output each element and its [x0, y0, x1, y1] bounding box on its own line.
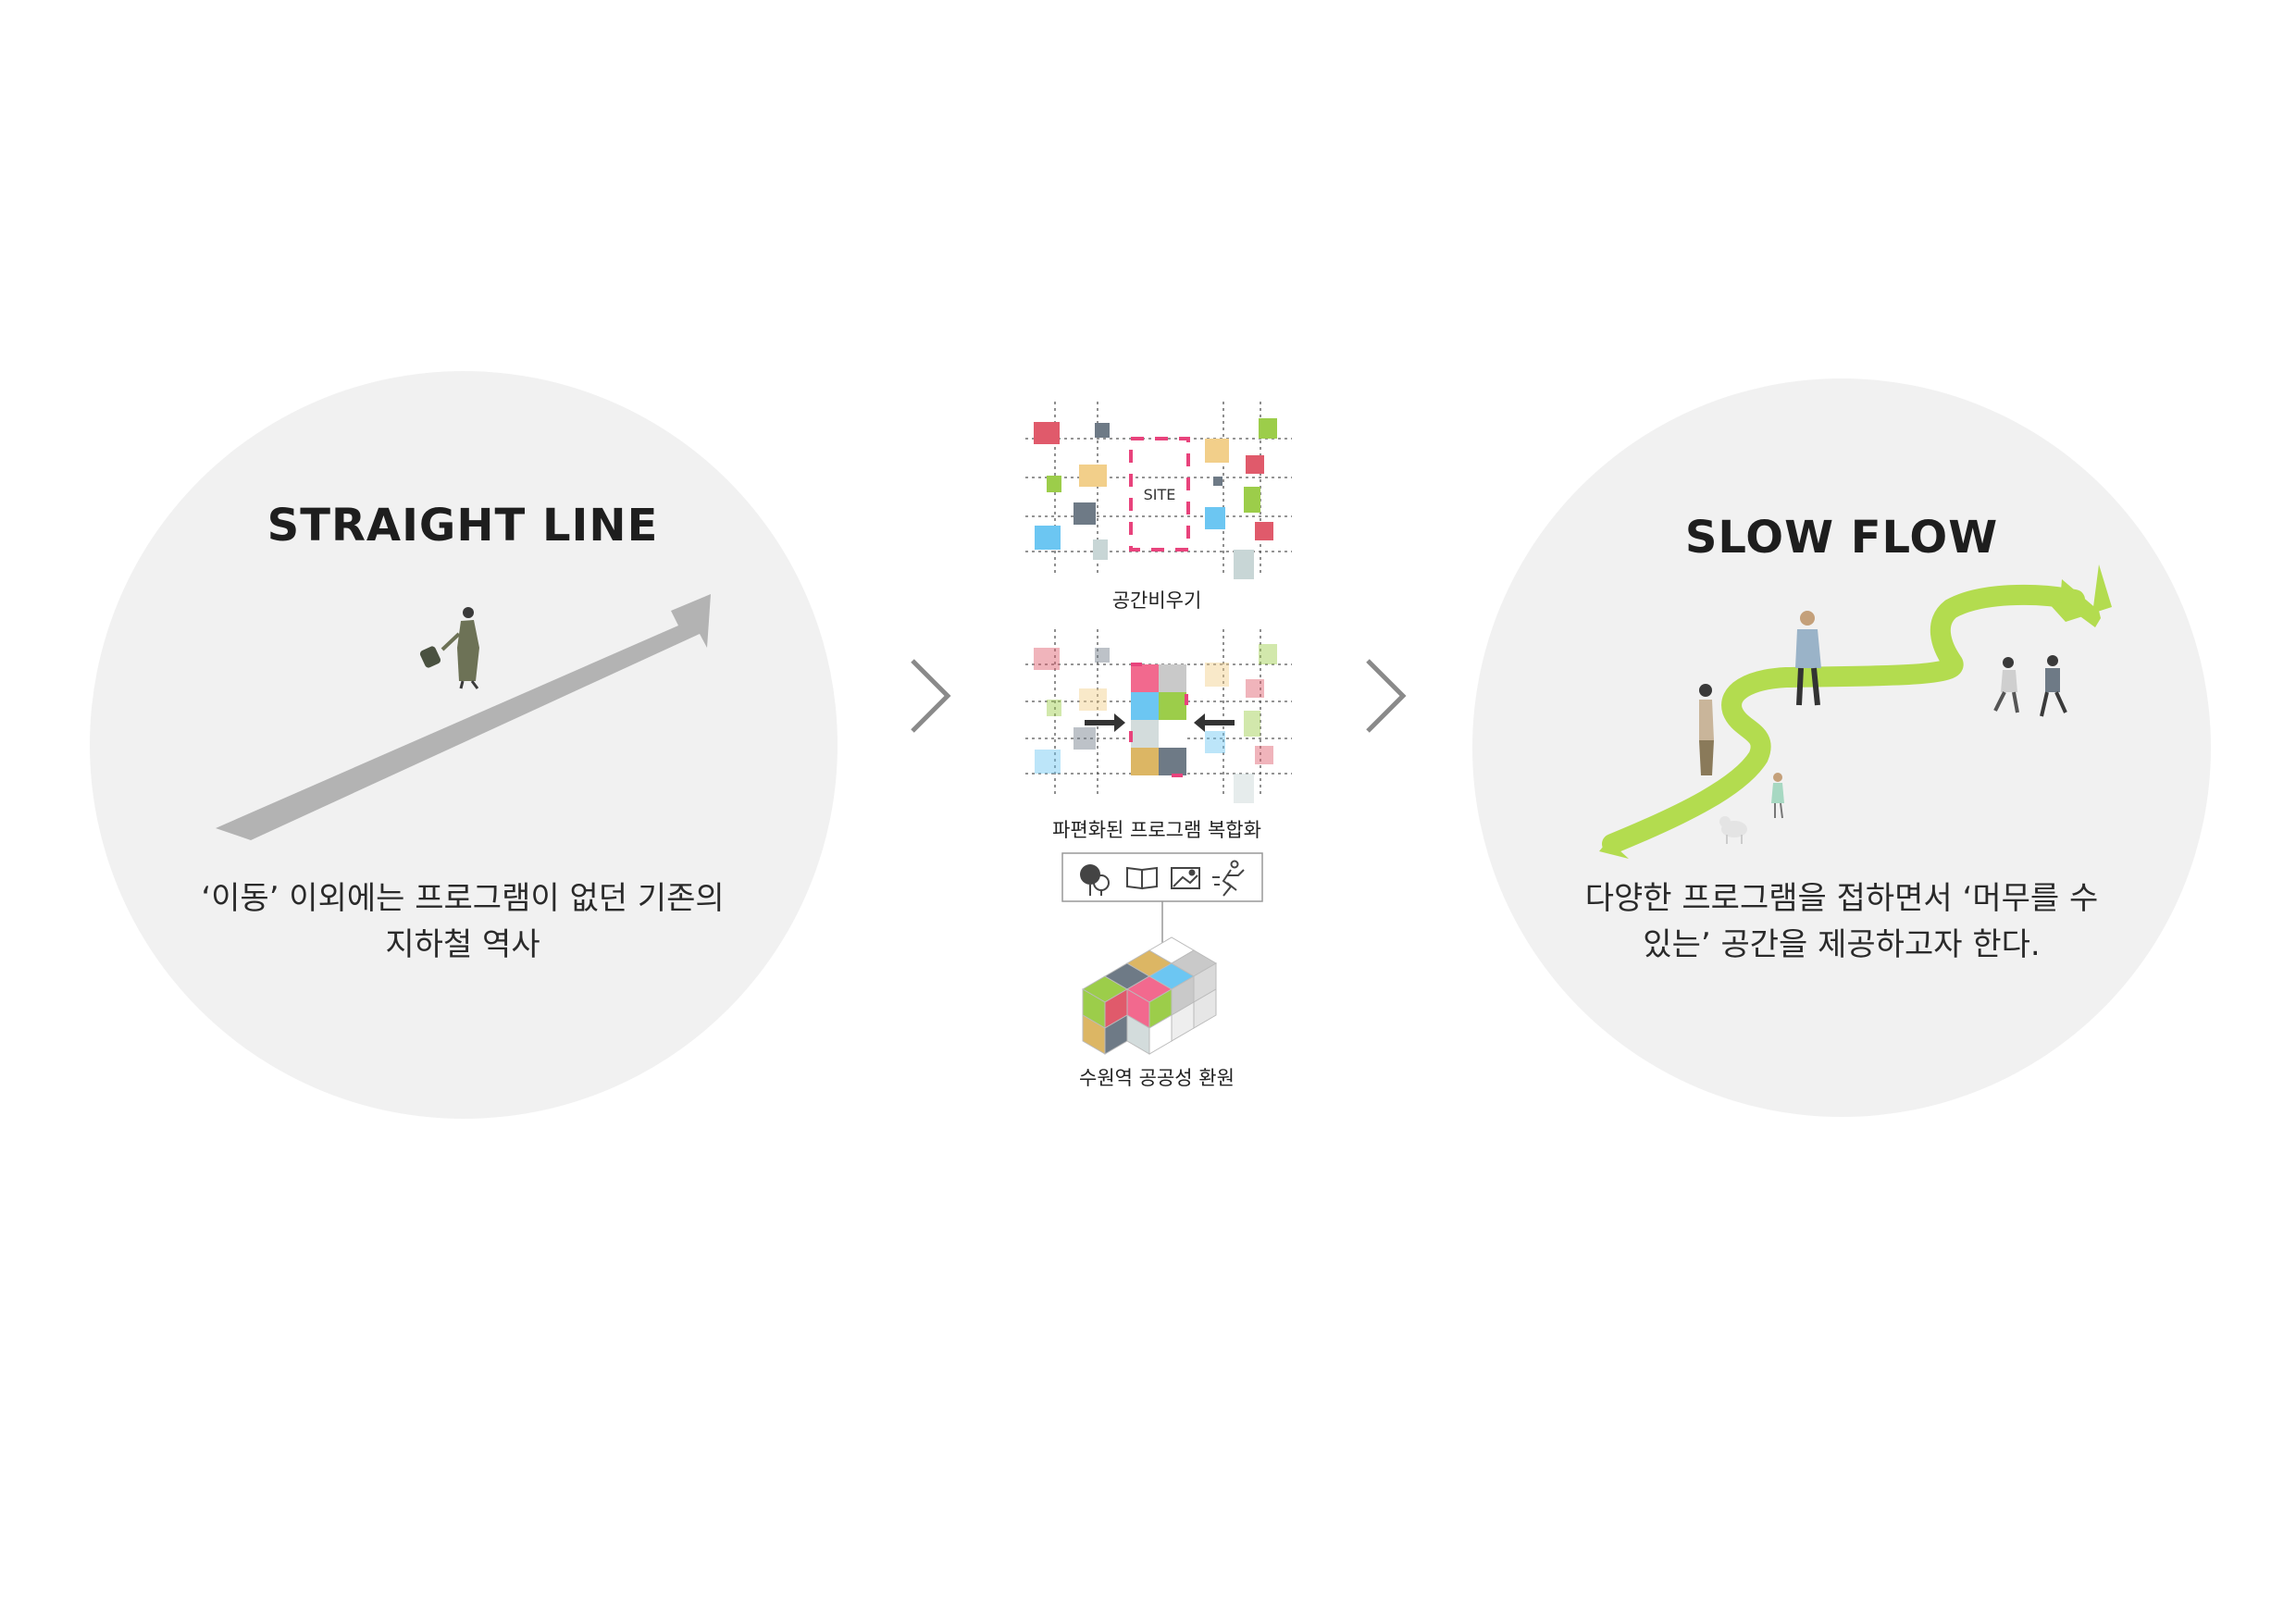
book-icon — [1126, 866, 1158, 890]
gallery-icon — [1171, 867, 1200, 889]
straight-line-title: STRAIGHT LINE — [267, 500, 659, 552]
straight-line-caption-line1: ‘이동’ 이외에는 프로그램이 없던 기존의 — [201, 880, 725, 917]
dog-figure — [1719, 816, 1747, 844]
step-empty-space-label: 공간비우기 — [1111, 589, 1202, 612]
straight-line-caption: ‘이동’ 이외에는 프로그램이 없던 기존의 지하철 역사 — [130, 875, 796, 968]
walking-man-figure — [1795, 611, 1821, 706]
composited-block-stack — [1129, 663, 1188, 777]
slow-flow-caption: 다양한 프로그램을 접하면서 ‘머무를 수 있는’ 공간을 제공하고자 한다. — [1508, 875, 2175, 968]
faded-program-blocks — [1034, 644, 1277, 803]
straight-arrow-shape — [216, 594, 711, 840]
slow-flow-caption-line1: 다양한 프로그램을 접하면서 ‘머무를 수 — [1584, 880, 2099, 917]
child-figure — [1771, 773, 1784, 819]
slow-flow-circle — [1472, 378, 2211, 1117]
public-block-stack — [1082, 936, 1217, 1055]
program-icons-box — [1061, 852, 1263, 953]
program-blocks-scattered — [1034, 418, 1277, 579]
traveler-figure — [419, 607, 479, 689]
runner-icon — [1212, 860, 1245, 897]
step-composite-label: 파편화된 프로그램 복합화 — [1052, 819, 1261, 841]
straight-line-caption-line2: 지하철 역사 — [385, 926, 540, 963]
step-public-label: 수원역 공공성 환원 — [1079, 1067, 1235, 1089]
merge-arrows — [1085, 713, 1235, 732]
chevron-right-icon — [911, 659, 951, 733]
running-people-figures — [1993, 655, 2067, 717]
slow-flow-path — [1599, 564, 2112, 859]
composite-grid — [1025, 629, 1292, 796]
straight-arrow — [216, 594, 711, 840]
straight-line-circle — [90, 371, 838, 1119]
tree-icon — [1080, 864, 1110, 896]
slow-flow-caption-line2: 있는’ 공간을 제공하고자 한다. — [1643, 926, 2041, 963]
standing-woman-figure — [1699, 684, 1714, 775]
chevron-right-icon — [1366, 659, 1407, 733]
site-marker — [1129, 437, 1190, 552]
slow-flow-title: SLOW FLOW — [1684, 512, 1999, 564]
site-label: SITE — [1144, 486, 1176, 503]
